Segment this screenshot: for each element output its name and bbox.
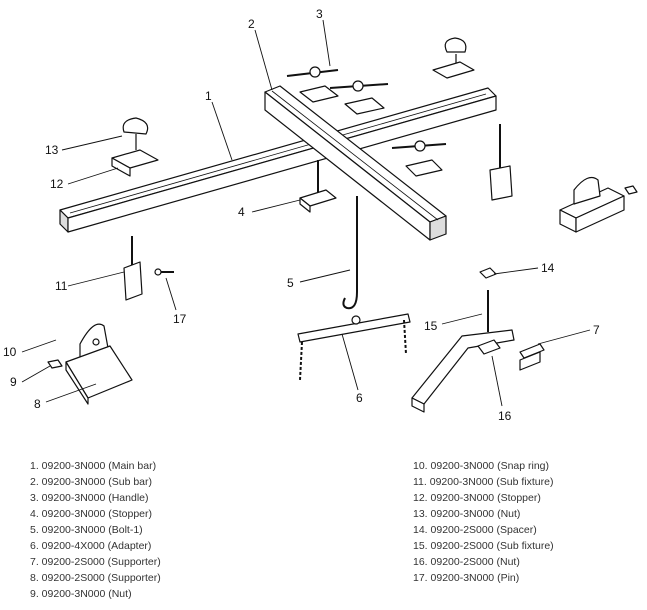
parts-list-right: 10. 09200-3N000 (Snap ring) 11. 09200-3N… [413, 458, 554, 586]
callout-15: 15 [424, 319, 438, 333]
callout-7: 7 [593, 323, 600, 337]
callout-3: 3 [316, 7, 323, 21]
right-fixture [489, 124, 638, 233]
part-item: 14. 09200-2S000 (Spacer) [413, 524, 537, 536]
callout-5: 5 [287, 276, 294, 290]
parts-list-left: 1. 09200-3N000 (Main bar) 2. 09200-3N000… [30, 458, 161, 602]
part-item: 10. 09200-3N000 (Snap ring) [413, 460, 550, 472]
callout-1: 1 [205, 89, 212, 103]
part-item: 8. 09200-2S000 (Supporter) [30, 572, 161, 584]
hook-bolt [342, 196, 358, 310]
part-item: 12. 09200-3N000 (Stopper) [413, 492, 541, 504]
part-item: 13. 09200-3N000 (Nut) [413, 508, 521, 520]
supporter-7 [411, 267, 545, 413]
part-item: 3. 09200-3N000 (Handle) [30, 492, 149, 504]
callout-12: 12 [50, 177, 64, 191]
callout-6: 6 [356, 391, 363, 405]
callout-17: 17 [173, 312, 187, 326]
callout-8: 8 [34, 397, 41, 411]
main-bar [59, 87, 497, 233]
callout-10: 10 [3, 345, 17, 359]
callout-4: 4 [238, 205, 245, 219]
supporter-8 [47, 236, 143, 405]
part-item: 16. 09200-2S000 (Nut) [413, 556, 520, 568]
exploded-parts-diagram: 1 2 3 4 5 6 7 8 9 10 11 12 13 14 15 16 1… [3, 7, 638, 423]
callout-13: 13 [45, 143, 59, 157]
callout-14: 14 [541, 261, 555, 275]
handle-parts [286, 37, 475, 177]
part-item: 6. 09200-4X000 (Adapter) [30, 540, 152, 552]
part-item: 1. 09200-3N000 (Main bar) [30, 460, 157, 472]
part-item: 17. 09200-3N000 (Pin) [413, 572, 520, 584]
pin-17 [154, 268, 174, 276]
part-item: 7. 09200-2S000 (Supporter) [30, 556, 161, 568]
knob-and-stopper [111, 117, 159, 177]
part-item: 15. 09200-2S000 (Sub fixture) [413, 540, 554, 552]
part-item: 11. 09200-3N000 (Sub fixture) [413, 476, 554, 488]
adapter [297, 313, 411, 381]
sub-bar [264, 85, 447, 241]
part-item: 5. 09200-3N000 (Bolt-1) [30, 524, 143, 536]
part-item: 9. 09200-3N000 (Nut) [30, 588, 132, 600]
callout-16: 16 [498, 409, 512, 423]
part-item: 4. 09200-3N000 (Stopper) [30, 508, 152, 520]
callout-9: 9 [10, 375, 17, 389]
callout-2: 2 [248, 17, 255, 31]
stopper-4 [299, 160, 337, 213]
part-item: 2. 09200-3N000 (Sub bar) [30, 476, 152, 488]
leader-lines [21, 19, 591, 407]
callout-11: 11 [55, 279, 68, 293]
